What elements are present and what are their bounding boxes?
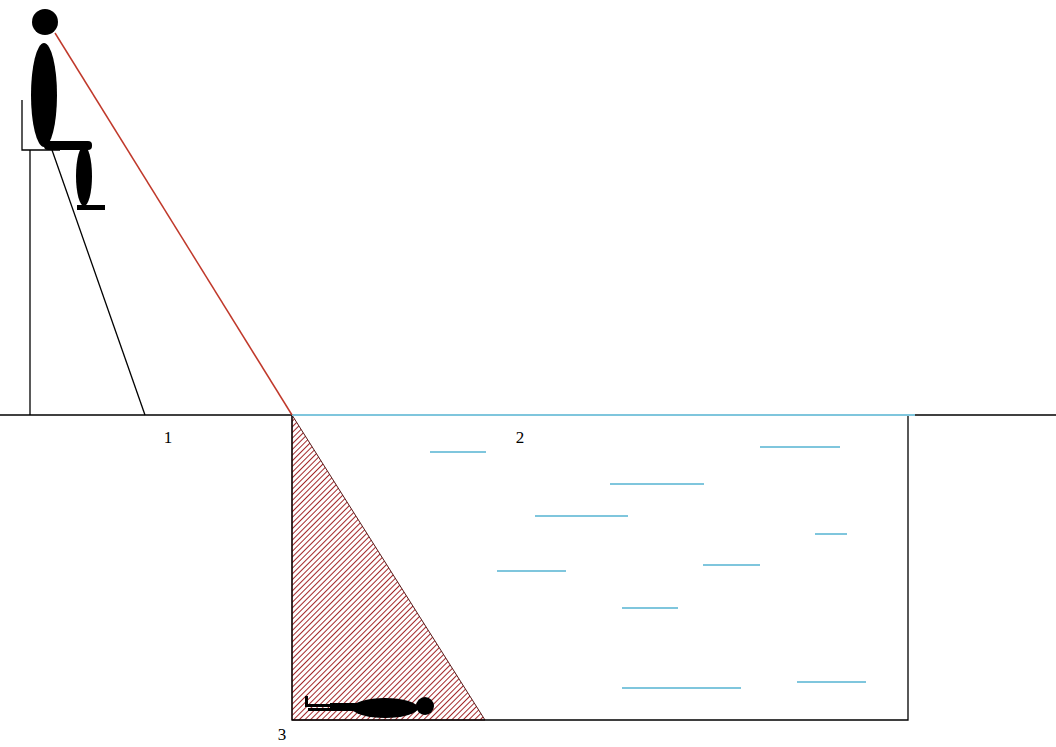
water-surface <box>292 414 915 416</box>
water-marks <box>430 447 866 688</box>
callout-number: 2 <box>516 429 525 446</box>
lifeguard-figure <box>31 9 105 210</box>
callout-number: 1 <box>164 429 173 446</box>
callout-number: 3 <box>278 726 287 743</box>
blind-spot <box>292 415 485 720</box>
ground-line <box>0 414 292 415</box>
submerged-person <box>305 696 434 718</box>
sight-line <box>55 33 292 415</box>
ground-line <box>908 414 1056 415</box>
pool-outline <box>292 415 908 720</box>
